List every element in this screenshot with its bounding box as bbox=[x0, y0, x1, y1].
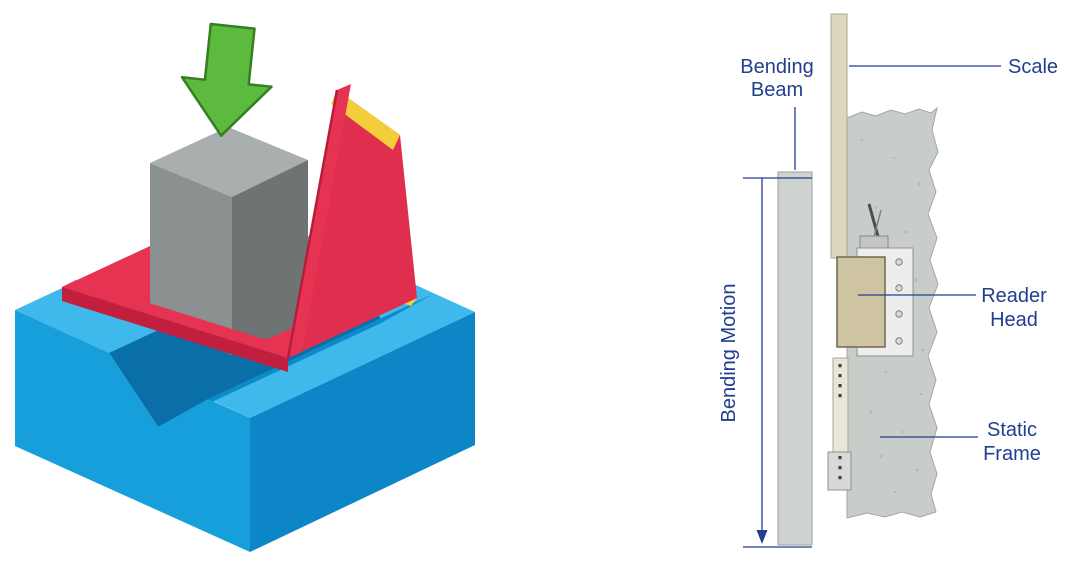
reader-head-window bbox=[836, 256, 886, 348]
label-static-frame-line2: Frame bbox=[983, 443, 1041, 465]
punch-block bbox=[150, 127, 308, 355]
sheet-right-edge-highlight bbox=[331, 90, 400, 150]
clamp-pin bbox=[859, 203, 889, 251]
die-side-face bbox=[250, 312, 475, 552]
punch-front-face bbox=[150, 163, 232, 355]
down-arrow-icon bbox=[756, 530, 768, 544]
down-force-arrow-icon bbox=[180, 22, 273, 137]
lower-bracket bbox=[827, 451, 852, 491]
bending-motion-dimension bbox=[743, 177, 812, 548]
sheet-front-underside-left bbox=[62, 287, 288, 372]
label-static-frame-line1: Static bbox=[987, 419, 1037, 441]
tape-index-dots bbox=[838, 364, 842, 480]
sheet-right-wing bbox=[288, 90, 417, 358]
sheet-front-top-sliver-left bbox=[62, 280, 302, 358]
label-bending-beam-line1: Bending bbox=[740, 56, 813, 78]
die-front-face bbox=[15, 310, 250, 552]
scale-strip bbox=[830, 13, 848, 259]
label-bending-beam-line2: Beam bbox=[751, 79, 803, 101]
punch-side-face bbox=[232, 160, 308, 355]
bending-beam-bar bbox=[777, 171, 813, 546]
sheet-front-band-right bbox=[288, 84, 351, 358]
label-scale: Scale bbox=[1008, 56, 1058, 78]
groove-right-wall bbox=[158, 294, 433, 427]
press-brake-illustration bbox=[15, 22, 475, 552]
sheet-front-edge-line-right bbox=[286, 89, 339, 359]
encoder-schematic: Bending Beam Scale Reader Head Static Fr… bbox=[718, 13, 1058, 548]
sheet-metal-front-edge bbox=[62, 84, 351, 372]
label-reader-head-line2: Head bbox=[990, 309, 1038, 331]
label-bending-motion: Bending Motion bbox=[718, 284, 740, 423]
force-arrow bbox=[180, 22, 273, 137]
label-reader-head-line1: Reader bbox=[981, 285, 1047, 307]
punch-top-face bbox=[150, 127, 308, 197]
